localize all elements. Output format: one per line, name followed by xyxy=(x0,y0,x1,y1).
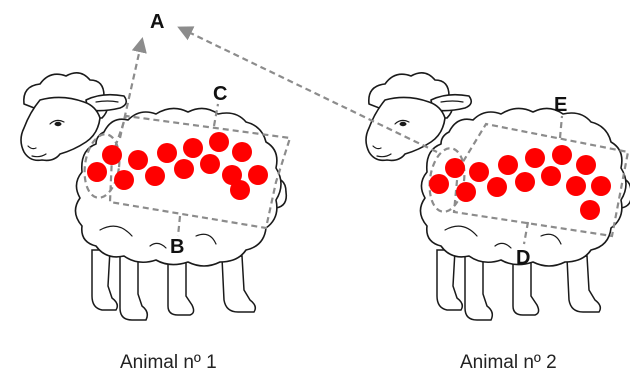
animal-1: C B Animal nº 1 xyxy=(21,40,290,373)
label-d: D xyxy=(516,247,530,269)
body-point xyxy=(248,165,268,185)
body-point xyxy=(232,142,252,162)
body-point xyxy=(591,176,611,196)
body-point xyxy=(230,180,250,200)
body-point xyxy=(209,132,229,152)
caption-animal-2: Animal nº 2 xyxy=(460,352,557,373)
body-point xyxy=(552,145,572,165)
body-point xyxy=(541,166,561,186)
body-point xyxy=(525,148,545,168)
body-point xyxy=(174,159,194,179)
body-point xyxy=(114,170,134,190)
shoulder-point xyxy=(87,162,107,182)
shoulder-point xyxy=(102,145,122,165)
body-point xyxy=(515,172,535,192)
body-point xyxy=(580,200,600,220)
body-point xyxy=(498,155,518,175)
body-point xyxy=(145,166,165,186)
body-point xyxy=(157,143,177,163)
body-point xyxy=(469,162,489,182)
label-a: A xyxy=(150,11,164,33)
label-b: B xyxy=(170,236,184,258)
body-point xyxy=(566,176,586,196)
shoulder-point xyxy=(445,158,465,178)
body-point xyxy=(487,177,507,197)
caption-animal-1: Animal nº 1 xyxy=(120,352,217,373)
body-point xyxy=(576,155,596,175)
label-c: C xyxy=(213,83,227,105)
body-point xyxy=(456,182,476,202)
shoulder-point xyxy=(429,174,449,194)
label-e: E xyxy=(554,94,567,116)
body-point xyxy=(200,154,220,174)
body-point xyxy=(183,138,203,158)
body-point xyxy=(128,150,148,170)
